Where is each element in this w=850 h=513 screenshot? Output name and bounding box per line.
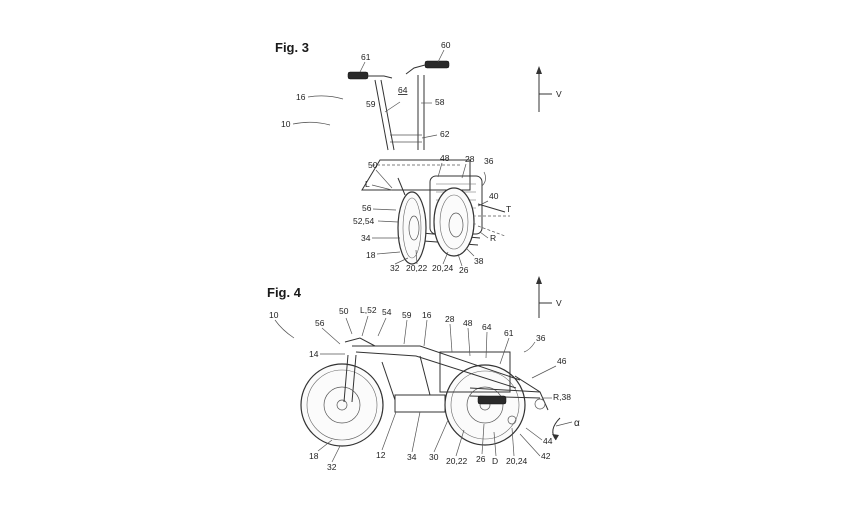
fig4-label-56: 56: [315, 318, 325, 328]
fig4-label-54: 54: [382, 307, 392, 317]
fig4-label-48: 48: [463, 318, 473, 328]
fig3-label-59: 59: [366, 99, 376, 109]
figure-3: Fig. 3 V: [275, 40, 562, 275]
fig4-label-50: 50: [339, 306, 349, 316]
fig4-label-26: 26: [476, 454, 486, 464]
fig4-label-10: 10: [269, 310, 279, 320]
fig3-label-36: 36: [484, 156, 494, 166]
rear-grip-icon: [477, 395, 507, 405]
fig4-frame: [344, 337, 549, 425]
fig3-label-32: 32: [390, 263, 400, 273]
fig3-label-61: 61: [361, 52, 371, 62]
fig3-label-64: 64: [398, 85, 408, 95]
fig3-label-20-24: 20,24: [432, 263, 454, 273]
fig3-label-50: 50: [368, 160, 378, 170]
fig3-label-40: 40: [489, 191, 499, 201]
fig4-label-20-24: 20,24: [506, 456, 528, 466]
fig3-label-28: 28: [465, 154, 475, 164]
fig4-label-16: 16: [422, 310, 432, 320]
fig4-label-42: 42: [541, 451, 551, 461]
fig4-label-d: D: [492, 456, 498, 466]
fig4-label-32: 32: [327, 462, 337, 472]
fig3-label-56: 56: [362, 203, 372, 213]
fig3-label-62: 62: [440, 129, 450, 139]
fig3-rear-wheel: [429, 175, 510, 257]
fig4-label-34: 34: [407, 452, 417, 462]
fig3-label-r: R: [490, 233, 496, 243]
fig4-label-36: 36: [536, 333, 546, 343]
fig4-label-l52: L,52: [360, 305, 377, 315]
fig4-label-64: 64: [482, 322, 492, 332]
fig4-title: Fig. 4: [267, 285, 302, 300]
left-grip-icon: [347, 71, 369, 80]
fig4-label-44: 44: [543, 436, 553, 446]
fig3-label-26: 26: [459, 265, 469, 275]
fig4-label-r38: R,38: [553, 392, 571, 402]
fig4-label-46: 46: [557, 356, 567, 366]
fig4-front-wheel: [300, 354, 384, 447]
fig3-label-10: 10: [281, 119, 291, 129]
fig4-label-59: 59: [402, 310, 412, 320]
fig3-label-48: 48: [440, 153, 450, 163]
fig3-direction-arrow: V: [536, 66, 562, 112]
fig4-leader-lines: [274, 315, 573, 463]
fig3-leader-lines: [292, 49, 489, 267]
fig4-label-61: 61: [504, 328, 514, 338]
fig4-label-28: 28: [445, 314, 455, 324]
right-grip-icon: [424, 60, 450, 69]
fig4-label-20-22: 20,22: [446, 456, 468, 466]
fig3-label-v: V: [556, 89, 562, 99]
fig4-label-14: 14: [309, 349, 319, 359]
figure-4: Fig. 4 V: [267, 276, 580, 472]
fig3-label-l: L: [365, 179, 370, 189]
fig3-label-60: 60: [441, 40, 451, 50]
fig3-handlebar: [347, 60, 450, 151]
fig3-label-18: 18: [366, 250, 376, 260]
fig3-label-20-22: 20,22: [406, 263, 428, 273]
fig4-labels: 10 50 L,52 54 59 16 28 48 64 61 36 56 14…: [269, 305, 580, 472]
fig3-label-t: T: [506, 204, 511, 214]
fig3-label-38: 38: [474, 256, 484, 266]
fig4-direction-arrow: V: [536, 276, 562, 318]
fig4-rear-wheel: [444, 364, 526, 446]
fig3-label-16: 16: [296, 92, 306, 102]
fig3-label-52-54: 52,54: [353, 216, 375, 226]
fig4-label-alpha: α: [574, 418, 580, 429]
fig3-label-34: 34: [361, 233, 371, 243]
fig4-label-30: 30: [429, 452, 439, 462]
fig3-labels: 61 60 64 16 59 58 10 62 50 48 28 36 L 40…: [281, 40, 511, 275]
fig3-label-58: 58: [435, 97, 445, 107]
fig3-front-wheel: [397, 191, 427, 265]
fig4-label-18: 18: [309, 451, 319, 461]
fig4-label-12: 12: [376, 450, 386, 460]
fig4-label-v: V: [556, 298, 562, 308]
fig4-alpha-arc: [552, 417, 561, 441]
fig3-title: Fig. 3: [275, 40, 309, 55]
